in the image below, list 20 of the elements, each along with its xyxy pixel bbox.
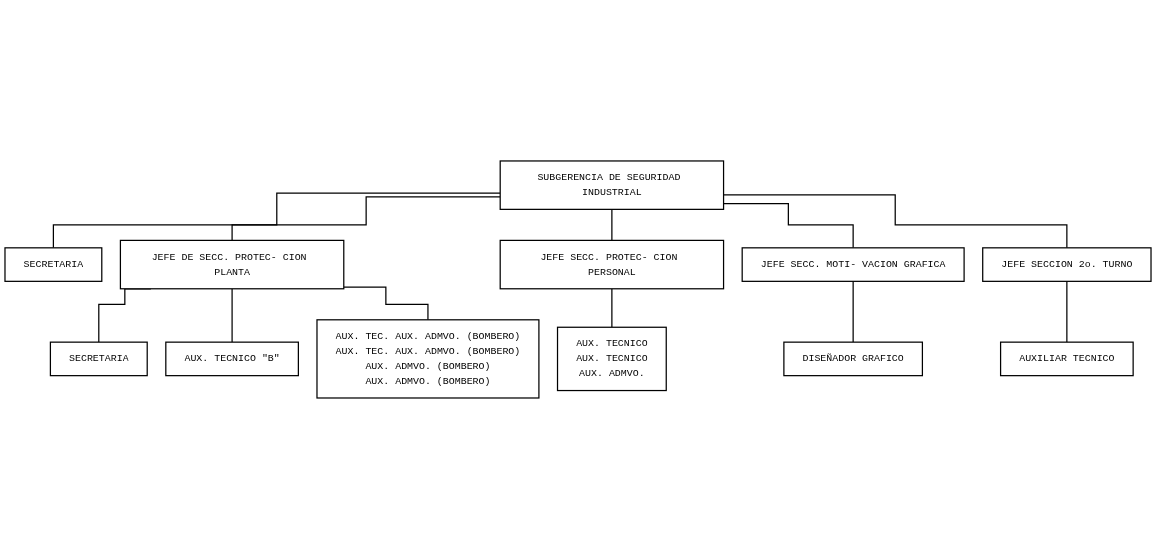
connector xyxy=(343,286,429,320)
node-box: JEFE SECC. MOTI- VACION GRAFICA xyxy=(741,246,965,282)
connector xyxy=(231,195,501,241)
node-box: AUXILIAR TECNICO xyxy=(999,341,1134,376)
node-box: SECRETARIA xyxy=(49,341,148,376)
node-box: SECRETARIA xyxy=(4,246,103,282)
node-box: SUBGERENCIA DE SEGURIDAD INDUSTRIAL xyxy=(499,159,725,210)
connector xyxy=(611,287,613,328)
node-box: JEFE SECC. PROTEC- CION PERSONAL xyxy=(499,239,725,289)
node-box: AUX. TECNICO "B" xyxy=(165,341,299,376)
node-box: AUX. TEC. AUX. ADMVO. (BOMBERO) AUX. TEC. AUX. ADMVO. (BOMBERO) AUX. ADMVO. (BOMBERO) AUX. ADMVO. (BOMBERO) xyxy=(316,318,540,399)
connector xyxy=(1066,280,1068,343)
node-box: JEFE DE SECC. PROTEC- CION PLANTA xyxy=(119,239,345,289)
connector xyxy=(52,192,501,248)
node-box: DISEÑADOR GRAFICO xyxy=(783,341,923,376)
connector xyxy=(852,280,854,343)
node-box: AUX. TECNICO AUX. TECNICO AUX. ADMVO. xyxy=(556,326,667,391)
node-box: JEFE SECCION 2o. TURNO xyxy=(982,246,1152,282)
connector xyxy=(611,208,613,241)
connector xyxy=(231,287,233,343)
